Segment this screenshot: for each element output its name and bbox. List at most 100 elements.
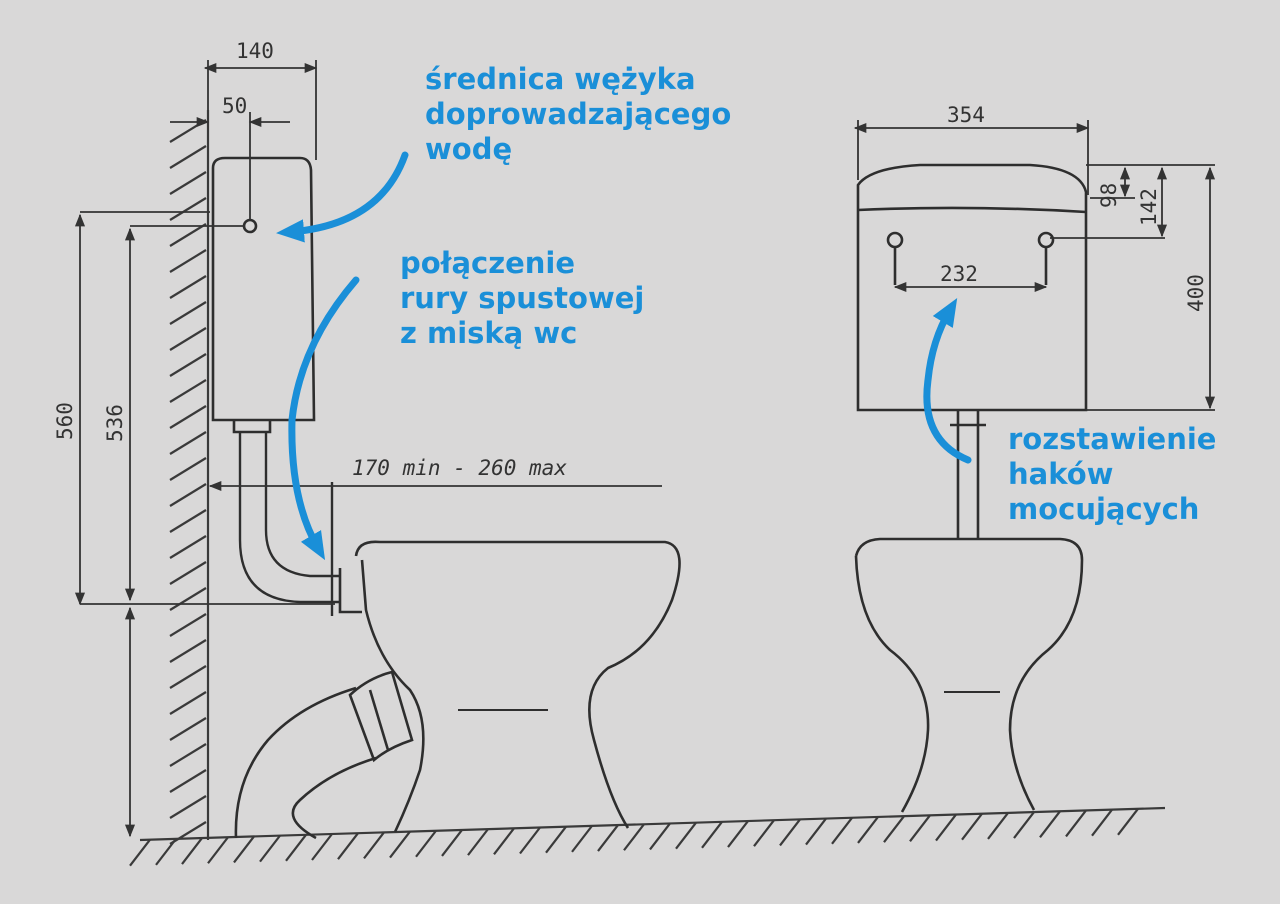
hatch-line: [961, 813, 983, 841]
hatch-line: [649, 822, 671, 851]
hatch-line: [519, 826, 541, 855]
front-bowl: [854, 410, 1084, 813]
front-tank: [856, 163, 1088, 412]
side-flush-pipe: [238, 432, 340, 616]
floor-hatch-icon: [129, 808, 1139, 867]
hatch-line: [1013, 811, 1035, 839]
hatch-line: [831, 817, 853, 845]
dim-hook-spacing: 232: [940, 262, 978, 286]
hatch-line: [441, 829, 463, 857]
dim-tank-depth: 140: [236, 39, 274, 63]
hatch-line: [169, 561, 207, 585]
hatch-line: [169, 665, 207, 689]
hatch-line: [727, 820, 749, 848]
hatch-line: [169, 119, 207, 143]
hatch-line: [1065, 809, 1087, 838]
hatch-line: [155, 838, 177, 866]
hatch-line: [467, 828, 489, 856]
hatch-line: [233, 835, 255, 864]
hatch-line: [169, 535, 207, 559]
left-hook: [886, 231, 904, 249]
hatch-line: [883, 815, 905, 843]
hatch-line: [389, 830, 411, 859]
hatch-line: [1091, 808, 1113, 837]
hatch-line: [259, 834, 281, 863]
annotation-line: mocujących: [1008, 492, 1200, 526]
dim-hooks-from-top: 142: [1137, 188, 1161, 226]
hatch-line: [169, 405, 207, 429]
hatch-line: [597, 824, 619, 852]
hatch-line: [169, 301, 207, 325]
hatch-line: [169, 275, 207, 299]
annotation-line: haków: [1008, 457, 1114, 491]
hatch-line: [987, 812, 1009, 840]
hatch-line: [169, 483, 207, 507]
hatch-line: [169, 509, 207, 533]
curved-arrow-icon: [923, 297, 972, 464]
hatch-line: [169, 795, 207, 819]
hatch-line: [169, 379, 207, 403]
hatch-line: [285, 834, 307, 862]
hatch-line: [169, 327, 207, 351]
side-bowl: [234, 540, 681, 840]
hatch-line: [207, 836, 229, 864]
hatch-line: [169, 197, 207, 221]
dim-height-outlet: 536: [103, 404, 127, 442]
hatch-line: [169, 717, 207, 741]
hatch-line: [545, 826, 567, 854]
curved-arrow-icon: [276, 151, 409, 243]
right-hook: [1037, 231, 1055, 249]
hatch-line: [363, 831, 385, 860]
hatch-line: [857, 816, 879, 844]
annotation-hooks: rozstawienie haków mocujących: [1008, 422, 1216, 527]
hatch-line: [169, 743, 207, 767]
hatch-line: [169, 639, 207, 663]
annotation-line: połączenie: [400, 246, 576, 280]
annotation-line: rury spustowej: [400, 281, 645, 315]
hatch-line: [909, 814, 931, 843]
hatch-line: [169, 171, 207, 195]
hatch-line: [701, 821, 723, 849]
hatch-line: [181, 837, 203, 865]
front-dimensions: [853, 120, 1216, 411]
hatch-line: [805, 817, 827, 846]
wall-hatch-icon: [169, 119, 207, 845]
hatch-line: [169, 457, 207, 481]
dim-inlet-from-top: 98: [1097, 183, 1121, 208]
curved-arrow-icon: [288, 276, 360, 561]
hatch-line: [753, 819, 775, 847]
annotation-inlet-hose: średnica wężyka doprowadzającego wodę: [425, 62, 731, 167]
hatch-line: [935, 813, 957, 842]
floor: [129, 806, 1166, 867]
hatch-line: [337, 832, 359, 860]
dim-inlet-offset: 50: [222, 94, 247, 118]
annotation-flush-pipe: połączenie rury spustowej z miską wc: [400, 246, 644, 351]
wall: [169, 110, 210, 845]
hatch-line: [1117, 808, 1139, 836]
annotation-line: rozstawienie: [1008, 422, 1217, 456]
annotation-line: wodę: [425, 132, 513, 166]
dim-tank-width: 354: [947, 103, 985, 127]
hatch-line: [169, 691, 207, 715]
hatch-line: [415, 830, 437, 858]
hatch-line: [311, 833, 333, 861]
hatch-line: [129, 839, 151, 867]
annotation-line: z miską wc: [400, 316, 578, 350]
hatch-line: [169, 587, 207, 611]
hatch-line: [571, 825, 593, 853]
hatch-line: [623, 823, 645, 851]
side-dimensions: [74, 60, 662, 838]
hatch-line: [169, 145, 207, 169]
dim-tank-height: 400: [1184, 274, 1208, 312]
hatch-line: [1039, 810, 1061, 838]
hatch-line: [169, 769, 207, 793]
hatch-line: [169, 223, 207, 247]
hatch-line: [169, 431, 207, 455]
annotation-line: średnica wężyka: [425, 62, 696, 96]
hatch-line: [169, 613, 207, 637]
hatch-line: [169, 249, 207, 273]
hatch-line: [675, 821, 697, 850]
annotation-line: doprowadzającego: [425, 97, 732, 131]
